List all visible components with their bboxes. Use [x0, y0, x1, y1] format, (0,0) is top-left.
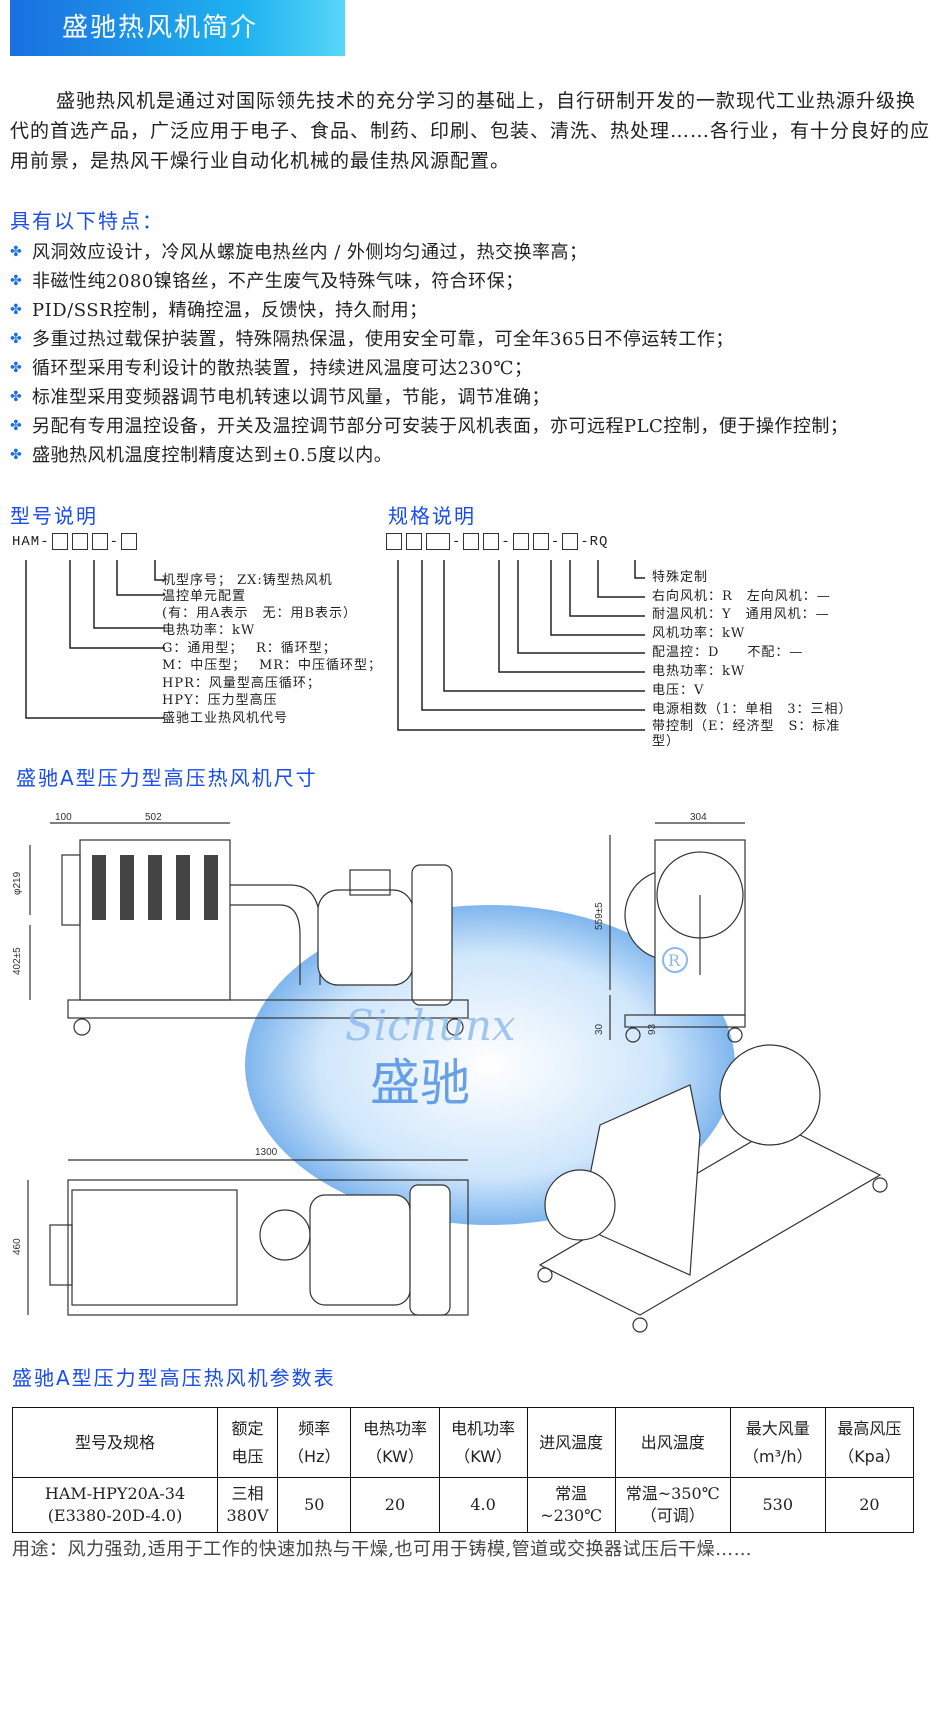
drawing-title: 盛驰A型压力型高压热风机尺寸 [16, 766, 318, 790]
model-label: HPR：风量型高压循环； [162, 676, 321, 691]
spec-label: 耐温风机：Y 通用风机：— [652, 607, 830, 622]
table-title: 盛驰A型压力型高压热风机参数表 [12, 1366, 336, 1390]
dim-label: 100 [55, 812, 72, 823]
watermark-logo-text: Sichunx [345, 1001, 516, 1050]
cell-air-volume: 530 [729, 1477, 826, 1533]
spec-label: 电热功率：kW [652, 664, 746, 679]
header-cell: 出风温度 [614, 1407, 731, 1478]
feature-text: 循环型采用专利设计的散热装置，持续进风温度可达230℃； [32, 358, 533, 379]
spec-label: 型） [652, 734, 681, 749]
feature-item: ✤ 标准型采用变频器调节电机转速以调节风量，节能，调节准确； [10, 383, 935, 412]
spec-label: 带控制（E：经济型 S：标准 [652, 719, 841, 734]
model-label: HPY：压力型高压 [162, 693, 278, 708]
dim-label: 93 [647, 1023, 658, 1035]
dash: - [109, 534, 120, 551]
feature-text: 多重过热过载保护装置，特殊隔热保温，使用安全可靠，可全年365日不停运转工作； [32, 329, 734, 350]
spec-label: 特殊定制 [652, 570, 709, 585]
feature-item: ✤ 非磁性纯2080镍铬丝，不产生废气及特殊气味，符合环保； [10, 267, 935, 296]
usage-text: 用途：风力强劲,适用于工作的快速加热与干燥,也可用于铸模,管道或交换器试压后干燥… [12, 1539, 753, 1560]
model-label: M：中压型； MR：中压循环型； [162, 658, 383, 673]
feature-text: 盛驰热风机温度控制精度达到±0.5度以内。 [32, 445, 393, 466]
intro-paragraph: 盛驰热风机是通过对国际领先技术的充分学习的基础上，自行研制开发的一款现代工业热源… [10, 90, 931, 172]
flower-bullet-icon: ✤ [10, 244, 23, 260]
flower-bullet-icon: ✤ [10, 273, 23, 289]
feature-item: ✤ 盛驰热风机温度控制精度达到±0.5度以内。 [10, 441, 935, 470]
model-label: 盛驰工业热风机代号 [162, 711, 289, 726]
spec-title: 规格说明 [388, 504, 476, 528]
cell-motor-power: 4.0 [438, 1477, 528, 1533]
header-cell: 最大风量（m³/h） [729, 1407, 826, 1478]
spec-label: 风机功率：kW [652, 626, 746, 641]
flower-bullet-icon: ✤ [10, 418, 23, 434]
spec-suffix: RQ [589, 534, 609, 551]
dimension-drawing: 100 502 φ219 402±5 304 559±5 30 93 1300 … [12, 812, 888, 1333]
model-code: HAM- - [12, 533, 139, 550]
feature-item: ✤ 风洞效应设计，冷风从螺旋电热丝内 / 外侧均匀通过，热交换率高； [10, 238, 935, 267]
spec-label: 电源相数（1：单相 3：三相） [652, 702, 853, 717]
feature-text: 风洞效应设计，冷风从螺旋电热丝内 / 外侧均匀通过，热交换率高； [32, 242, 588, 263]
features-list: ✤ 风洞效应设计，冷风从螺旋电热丝内 / 外侧均匀通过，热交换率高； ✤ 非磁性纯2… [10, 238, 935, 470]
model-leader-lines [25, 560, 165, 719]
header-cell: 型号及规格 [12, 1407, 218, 1478]
watermark-logo-cn: 盛驰 [370, 1054, 470, 1112]
flower-bullet-icon: ✤ [10, 331, 23, 347]
dim-label: 460 [12, 1238, 23, 1255]
feature-text: PID/SSR控制，精确控温，反馈快，持久耐用； [32, 300, 428, 321]
feature-text: 另配有专用温控设备，开关及温控调节部分可安装于风机表面，亦可远程PLC控制，便于… [32, 416, 849, 437]
model-title: 型号说明 [10, 504, 98, 528]
feature-text: 标准型采用变频器调节电机转速以调节风量，节能，调节准确； [32, 387, 550, 408]
feature-item: ✤ 循环型采用专利设计的散热装置，持续进风温度可达230℃； [10, 354, 935, 383]
dim-label: φ219 [12, 871, 23, 895]
page-header: 盛驰热风机简介 [10, 0, 345, 56]
dim-label: 1300 [255, 1147, 278, 1158]
cell-outlet-temp: 常温~350℃（可调） [614, 1477, 731, 1533]
dim-label: 559±5 [594, 902, 605, 930]
flower-bullet-icon: ✤ [10, 360, 23, 376]
parameter-table: 型号及规格 额定电压 频率（Hz） 电热功率（KW） 电机功率（KW） 进风温度… [12, 1407, 915, 1533]
table-header-row: 型号及规格 额定电压 频率（Hz） 电热功率（KW） 电机功率（KW） 进风温度… [12, 1407, 915, 1478]
features-title: 具有以下特点： [10, 209, 164, 233]
header-cell: 额定电压 [216, 1407, 279, 1478]
flower-bullet-icon: ✤ [10, 447, 23, 463]
cell-inlet-temp: 常温~230℃ [526, 1477, 616, 1533]
feature-item: ✤ 多重过热过载保护装置，特殊隔热保温，使用安全可靠，可全年365日不停运转工作； [10, 325, 935, 354]
dim-label: 502 [145, 812, 162, 823]
feature-item: ✤ 另配有专用温控设备，开关及温控调节部分可安装于风机表面，亦可远程PLC控制，便… [10, 412, 935, 441]
header-cell: 电机功率（KW） [438, 1407, 528, 1478]
cell-pressure: 20 [824, 1477, 915, 1533]
dim-label: 402±5 [12, 947, 23, 975]
header-cell: 进风温度 [526, 1407, 616, 1478]
feature-item: ✤ PID/SSR控制，精确控温，反馈快，持久耐用； [10, 296, 935, 325]
spec-label: 右向风机：R 左向风机：— [652, 589, 831, 604]
cell-frequency: 50 [277, 1477, 352, 1533]
spec-label: 电压：V [652, 683, 705, 698]
spec-leader-lines [397, 560, 645, 731]
model-label: 电热功率：kW [162, 623, 256, 638]
registered-mark: R [668, 951, 681, 970]
feature-text: 非磁性纯2080镍铬丝，不产生废气及特殊气味，符合环保； [32, 271, 524, 292]
header-cell: 频率（Hz） [277, 1407, 352, 1478]
flower-bullet-icon: ✤ [10, 302, 23, 318]
header-cell: 电热功率（KW） [350, 1407, 440, 1478]
spec-label: 配温控：D 不配：— [652, 645, 804, 660]
header-cell: 最高风压（Kpa） [824, 1407, 915, 1478]
dim-label: 30 [594, 1023, 605, 1035]
model-label: 温控单元配置 [162, 589, 247, 604]
flower-bullet-icon: ✤ [10, 389, 23, 405]
cell-heat-power: 20 [350, 1477, 440, 1533]
model-label: 机型序号； ZX:铸型热风机 [162, 573, 333, 588]
spec-code: ----RQ [384, 533, 608, 550]
model-label: (有：用A表示 无：用B表示） [162, 606, 358, 621]
dim-label: 304 [690, 812, 707, 823]
cell-model: HAM-HPY20A-34(E3380-20D-4.0) [12, 1477, 218, 1533]
model-prefix: HAM- [12, 534, 50, 551]
model-label: G：通用型； R：循环型； [162, 641, 337, 656]
